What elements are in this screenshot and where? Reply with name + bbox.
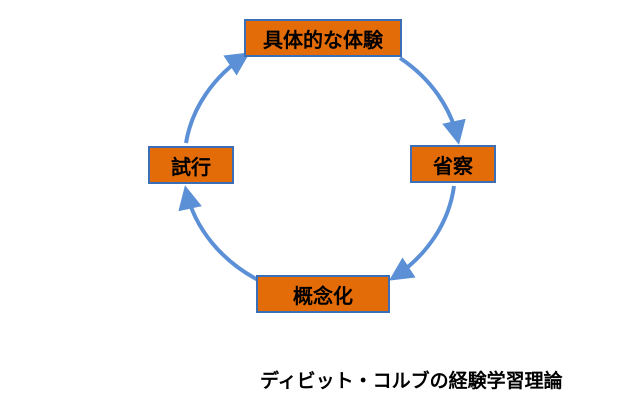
stage-label-experimentation: 試行 — [171, 154, 211, 179]
stage-experimentation: 試行 — [148, 146, 234, 184]
cycle-arrow-conceptualization-to-experimentation — [178, 185, 263, 284]
cycle-arrow-reflection-to-conceptualization — [388, 185, 456, 281]
cycle-arrow-experimentation-to-experience — [184, 52, 251, 144]
cycle-arrow-experience-to-reflection — [398, 56, 466, 145]
stage-label-reflection: 省察 — [433, 153, 473, 178]
stage-label-conceptualization: 概念化 — [293, 283, 353, 308]
diagram-caption: ディビット・コルブの経験学習理論 — [260, 370, 563, 392]
stage-concrete-experience: 具体的な体験 — [244, 19, 402, 57]
stage-reflection: 省察 — [410, 145, 496, 183]
stage-label-concrete-experience: 具体的な体験 — [263, 27, 383, 52]
stage-conceptualization: 概念化 — [256, 275, 390, 313]
